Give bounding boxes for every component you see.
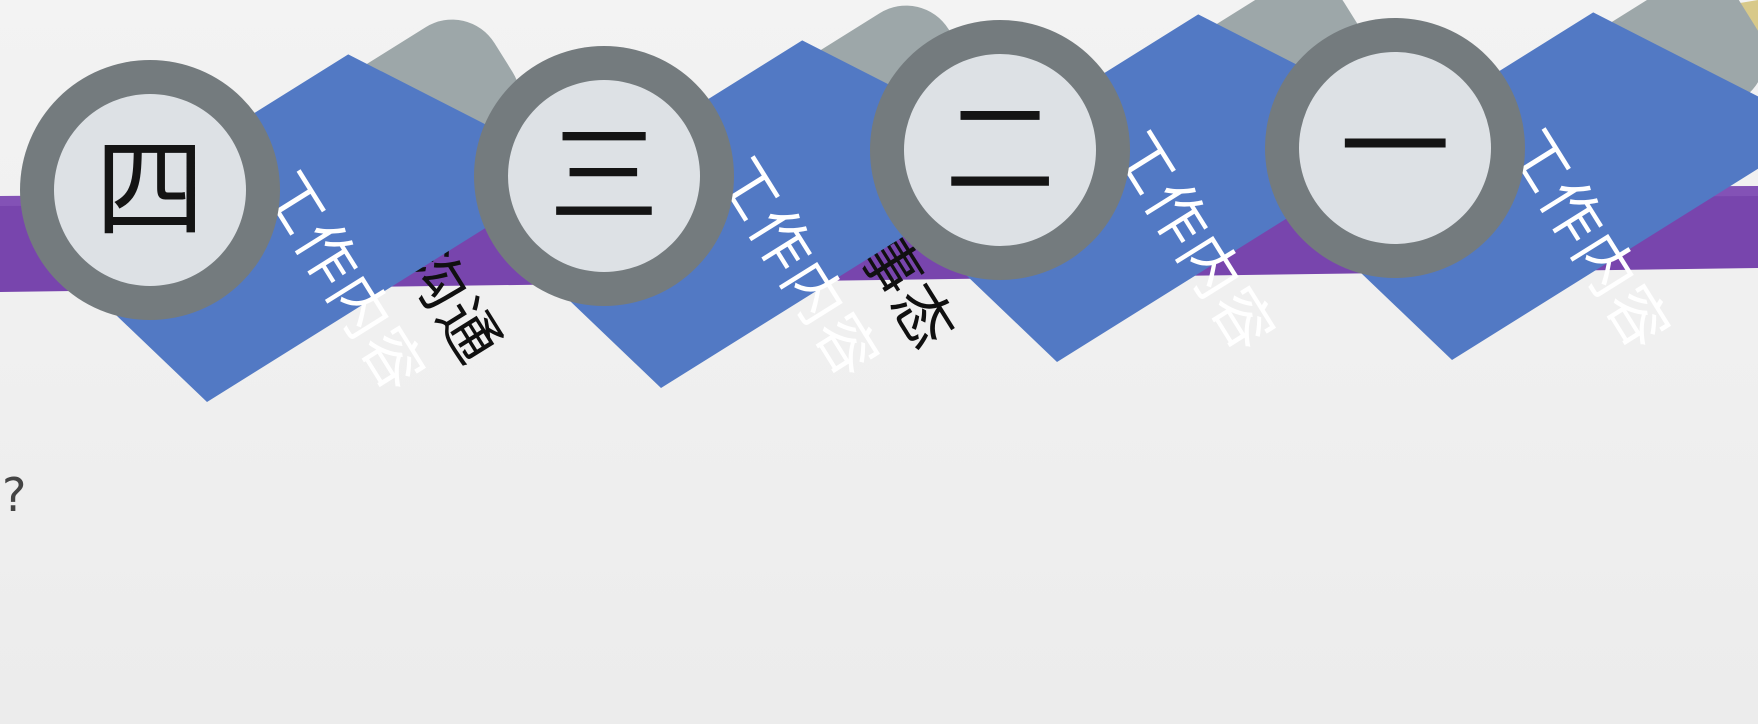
number-disc: [904, 54, 1096, 246]
step-four-numeral: 四: [95, 126, 205, 254]
edge-question-mark: ?: [2, 468, 27, 522]
step-one-numeral: 一: [1340, 84, 1450, 212]
step-two-numeral: 二: [945, 86, 1055, 214]
number-disc: [508, 80, 700, 272]
step-three-numeral: 三: [549, 112, 659, 240]
number-disc: [1299, 52, 1491, 244]
number-disc: [54, 94, 246, 286]
